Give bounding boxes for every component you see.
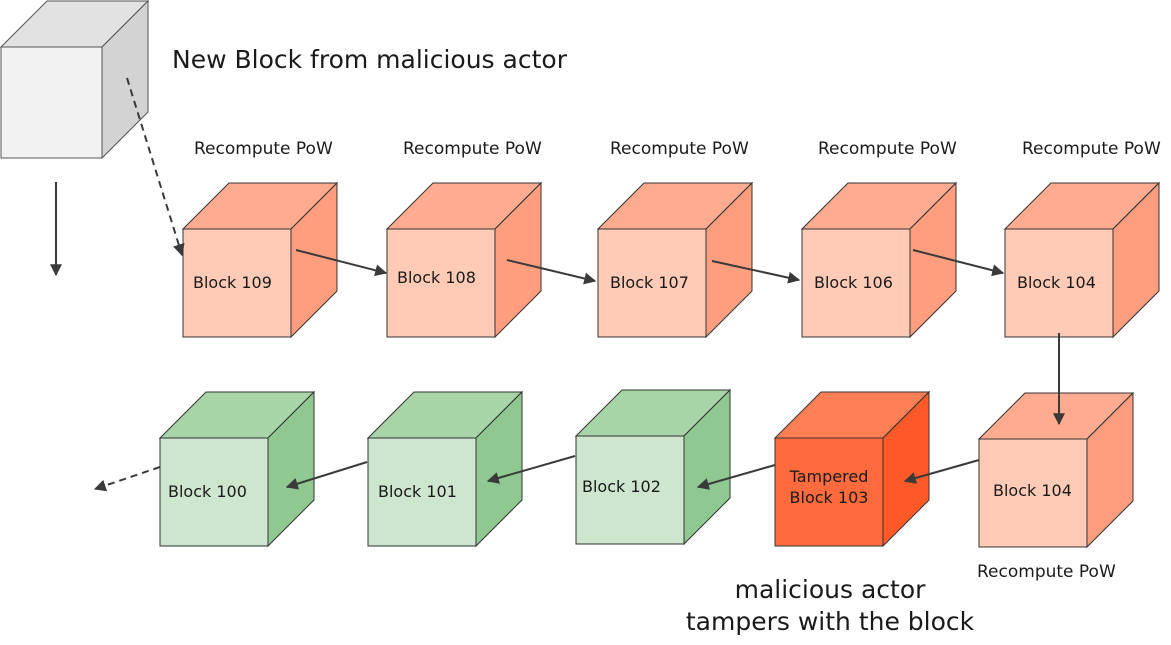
block-104-bottom-label: Block 104 (993, 481, 1072, 500)
arrow-107-to-106 (711, 260, 801, 284)
pow-label-106: Recompute PoW (818, 139, 957, 159)
tampered-block-103-label: Tampered Block 103 (789, 467, 869, 507)
block-108-front-face (386, 228, 496, 338)
arrow-103-to-102 (696, 464, 776, 490)
arrow-100-to-earlier-dashed (93, 466, 161, 492)
block-104-bottom-cube (977, 391, 1135, 549)
block-108-label: Block 108 (397, 268, 476, 287)
block-104-top-front-face (1004, 228, 1114, 338)
block-106-cube (800, 181, 958, 339)
arrow-104-to-tampered-103 (903, 459, 980, 484)
new-block-front-face (0, 46, 103, 159)
pow-label-108: Recompute PoW (403, 139, 542, 159)
block-100-cube (158, 390, 316, 548)
block-107-front-face (597, 228, 707, 338)
block-102-cube (574, 388, 732, 546)
block-102-label: Block 102 (582, 477, 661, 496)
arrow-102-to-101 (486, 455, 576, 484)
block-101-cube (366, 390, 524, 548)
pow-label-104-bottom: Recompute PoW (977, 562, 1116, 582)
block-107-cube (596, 181, 754, 339)
block-cubes (158, 181, 1161, 549)
block-104-top-cube (1003, 181, 1161, 339)
arrow-106-to-104 (912, 249, 1005, 277)
block-109-cube (181, 181, 339, 339)
arrow-108-to-107 (506, 259, 597, 285)
pow-label-107: Recompute PoW (610, 139, 749, 159)
block-106-label: Block 106 (814, 273, 893, 292)
block-101-label: Block 101 (378, 482, 457, 501)
block-102-front-face (575, 435, 685, 545)
arrow-101-to-100 (285, 461, 368, 490)
diagram-title: New Block from malicious actor (172, 45, 567, 74)
block-101-front-face (367, 437, 477, 547)
pow-label-109: Recompute PoW (194, 139, 333, 159)
block-108-cube (385, 181, 543, 339)
block-100-label: Block 100 (168, 482, 247, 501)
arrow-new-block-to-109-dashed (126, 77, 185, 257)
chain-arrows (50, 77, 1065, 492)
arrow-109-to-108 (295, 249, 388, 277)
block-107-label: Block 107 (610, 273, 689, 292)
block-106-front-face (801, 228, 911, 338)
block-109-label: Block 109 (193, 273, 272, 292)
new-malicious-block-cube (0, 0, 150, 160)
block-104-top-label: Block 104 (1017, 273, 1096, 292)
tampered-block-103-front-face (774, 437, 884, 547)
pow-label-104-top: Recompute PoW (1022, 139, 1161, 159)
block-100-front-face (159, 437, 269, 547)
tamper-caption: malicious actor tampers with the block (685, 575, 975, 636)
tampered-block-103-cube (773, 390, 931, 548)
block-109-front-face (182, 228, 292, 338)
block-104-bottom-front-face (978, 438, 1088, 548)
